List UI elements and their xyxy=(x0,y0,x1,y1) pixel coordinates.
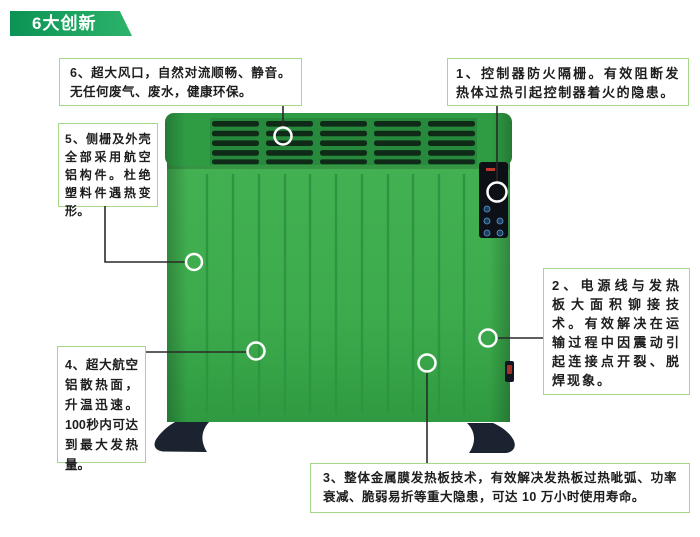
heater-image xyxy=(154,113,515,453)
connector-lines xyxy=(104,106,543,463)
callout-marker-3 xyxy=(417,353,437,373)
callout-box-1-controller-fireproof: 1、控制器防火隔栅。有效阻断发热体过热引起控制器着火的隐患。 xyxy=(447,58,689,106)
heater-left-foot xyxy=(154,421,210,452)
callout-markers xyxy=(184,126,508,373)
badge-6-innovations: 6大创新 xyxy=(10,11,132,36)
callout-box-5-aluminum-shell: 5、侧栅及外壳全部采用航空铝构件。杜绝塑料件遇热变形。 xyxy=(58,123,158,218)
heater-body xyxy=(167,160,510,422)
callout-marker-5 xyxy=(184,252,204,272)
callout-box-6-air-outlet: 6、超大风口，自然对流顺畅、静音。无任何废气、废水，健康环保。 xyxy=(59,58,302,106)
heater-fins xyxy=(205,174,466,414)
top-grille xyxy=(165,113,512,166)
connector-line-5 xyxy=(104,206,186,263)
panel-logo xyxy=(486,168,495,171)
callout-marker-6 xyxy=(273,126,293,146)
callout-marker-2 xyxy=(478,328,498,348)
panel-buttons xyxy=(483,205,504,237)
callout-marker-1 xyxy=(486,181,508,203)
callout-box-3-metal-film-plate: 3、整体金属膜发热板技术，有效解决发热板过热呲弧、功率衰减、脆弱易折等重大隐患，… xyxy=(310,463,690,513)
callout-box-4-heat-surface: 4、超大航空铝散热面，升温迅速。100秒内可达到最大发热量。 xyxy=(57,346,146,472)
callout-marker-4 xyxy=(246,341,266,361)
callout-box-2-power-cord-rivet: 2、电源线与发热板大面积铆接技术。有效解决在运输过程中因震动引起连接点开裂、脱焊… xyxy=(543,268,690,395)
side-switch xyxy=(505,361,514,382)
heater-right-foot xyxy=(467,423,515,453)
